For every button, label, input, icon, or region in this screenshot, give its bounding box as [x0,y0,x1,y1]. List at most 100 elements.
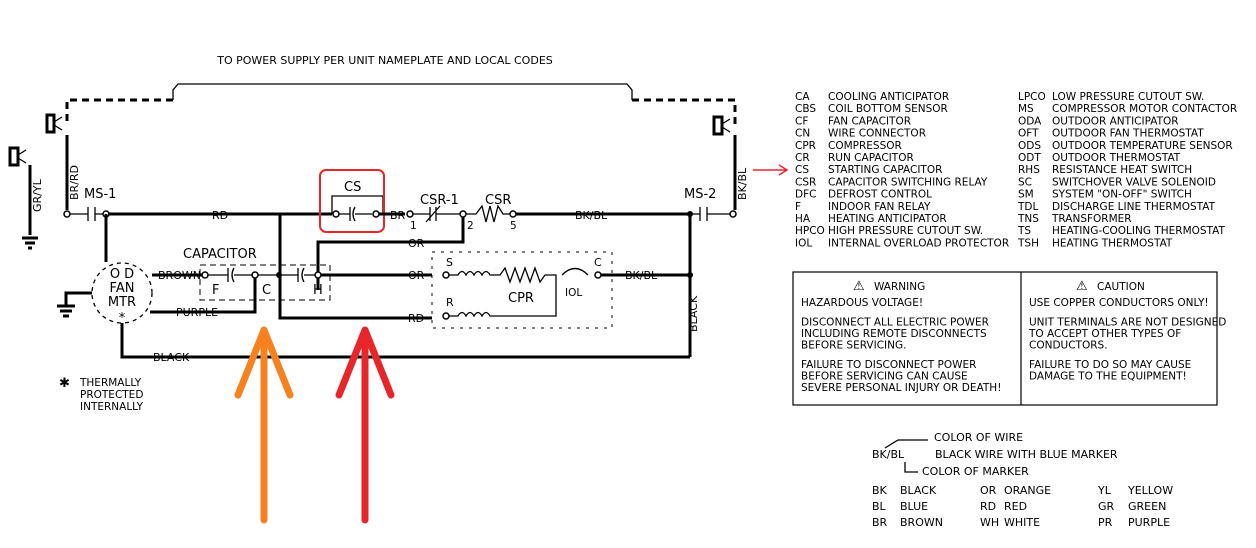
cpr-label-cpr: CPR [508,291,534,306]
fan-label-mtr: MTR [108,295,136,310]
label-rd-top: RD [212,209,228,222]
caution-title: CAUTION [1097,281,1145,293]
legend-code: ODT [1018,152,1041,164]
notice-line: DISCONNECT ALL ELECTRIC POWER [801,317,989,329]
legend-desc: OUTDOOR THERMOSTAT [1052,152,1181,164]
color-code: BL [872,500,887,513]
label-bk-bl-mid: BK/BL [625,269,658,282]
color-code: YL [1097,484,1112,497]
fan-star: * [119,311,126,326]
example-code: BK/BL [872,448,905,461]
label-gr-yl: GR/YL [31,178,44,212]
notice-line: DAMAGE TO THE EQUIPMENT! [1029,371,1187,383]
notice-line: USE COPPER CONDUCTORS ONLY! [1029,297,1209,309]
legend-code: DFC [795,189,816,201]
caution-text: USE COPPER CONDUCTORS ONLY! UNIT TERMINAL… [1028,297,1226,383]
color-name: YELLOW [1127,484,1173,497]
legend-desc: INTERNAL OVERLOAD PROTECTOR [828,237,1009,249]
notice-line: INCLUDING REMOTE DISCONNECTS [801,328,987,340]
color-code: BR [872,516,888,529]
legend-code: TDL [1017,201,1038,213]
legend-code: HA [795,213,811,225]
legend-code: TS [1017,225,1031,237]
color-code: RD [980,500,996,513]
label-or-1: OR [408,237,425,250]
legend-code: CPR [795,140,816,152]
csr-pin5: 5 [510,220,517,232]
legend-desc: OUTDOOR ANTICIPATOR [1052,115,1179,127]
legend-desc: COMPRESSOR MOTOR CONTACTOR [1052,103,1237,115]
annotation-arrow-red [335,326,395,524]
thermal-line-1: THERMALLY [79,377,142,389]
legend-code: RHS [1018,164,1040,176]
legend-desc: DISCHARGE LINE THERMOSTAT [1052,201,1216,213]
contact-ms2 [687,207,737,221]
cap-label-f: F [212,283,219,298]
legend-desc: COOLING ANTICIPATOR [828,91,949,103]
warning-icon: ⚠ [853,279,865,294]
legend-code: SM [1018,189,1034,201]
legend-desc: STARTING CAPACITOR [828,164,942,176]
plug-icon-left [8,113,63,167]
supply-line-left [65,98,173,125]
compressor-cpr: S CPR R IOL C [431,251,613,329]
legend-code: MS [1018,103,1034,115]
legend-desc: RUN CAPACITOR [828,152,914,164]
legend-code: CN [795,128,810,140]
legend-code: ODS [1018,140,1041,152]
color-code: OR [980,484,997,497]
notice-line: SEVERE PERSONAL INJURY OR DEATH! [801,382,1001,394]
label-csr1: CSR-1 [420,193,459,208]
example-desc: BLACK WIRE WITH BLUE MARKER [935,448,1118,461]
color-name: BLUE [900,500,928,513]
notice-line: FAILURE TO DISCONNECT POWER [801,359,976,371]
label-bk-bl-top: BK/BL [575,209,608,222]
legend-code: HPCO [795,225,825,237]
thermal-line-3: INTERNALLY [80,401,144,413]
color-name: PURPLE [1128,516,1170,529]
color-code: GR [1098,500,1115,513]
legend-desc: CAPACITOR SWITCHING RELAY [828,176,988,188]
cpr-label-s: S [446,256,453,269]
cpr-label-c: C [594,256,602,269]
start-capacitor-cs: CS [331,180,384,222]
relay-coil-csr: CSR 5 [466,193,517,232]
contact-ms1 [63,207,110,221]
supply-line-right [632,98,737,125]
annotation-arrow-orange [234,326,294,524]
cap-label-c: C [262,283,271,298]
thermal-note: ✱ THERMALLY PROTECTED INTERNALLY [59,376,144,413]
fan-motor: O D FAN MTR * [91,262,153,326]
legend-code: CSR [795,176,816,188]
label-csr: CSR [485,193,511,208]
notice-line: UNIT TERMINALS ARE NOT DESIGNED [1029,317,1226,329]
notice-line: TO ACCEPT OTHER TYPES OF [1028,328,1181,340]
color-name: RED [1004,500,1027,513]
label-black-vertical: BLACK [687,295,700,332]
supply-note: TO POWER SUPPLY PER UNIT NAMEPLATE AND L… [216,54,553,67]
legend-code: CA [795,91,810,103]
color-of-wire: COLOR OF WIRE [934,431,1023,444]
legend-desc: DEFROST CONTROL [828,189,932,201]
legend-desc: COMPRESSOR [828,140,902,152]
legend-desc: FAN CAPACITOR [828,115,911,127]
notice-line: HAZARDOUS VOLTAGE! [801,297,923,309]
legend-desc: HEATING ANTICIPATOR [828,213,947,225]
notice-line: BEFORE SERVICING CAN CAUSE [801,371,968,383]
label-bk-bl-right: BK/BL [736,167,749,200]
warning-text: HAZARDOUS VOLTAGE! DISCONNECT ALL ELECTRI… [801,297,1001,394]
label-rd-bottom: RD [408,312,424,325]
label-purple: PURPLE [176,306,218,319]
relay-contact-csr1: CSR-1 1 2 [406,193,474,232]
legend-code: F [795,201,801,213]
legend-code: CF [795,115,808,127]
cpr-label-r: R [446,296,454,309]
color-name: BLACK [900,484,937,497]
thermal-star: ✱ [59,376,70,391]
notice-line: CONDUCTORS. [1029,340,1108,352]
caution-icon: ⚠ [1076,279,1088,294]
label-black-bottom: BLACK [153,351,190,364]
warning-caution-box: ⚠ WARNING ⚠ CAUTION HAZARDOUS VOLTAGE!DI… [792,271,1226,406]
